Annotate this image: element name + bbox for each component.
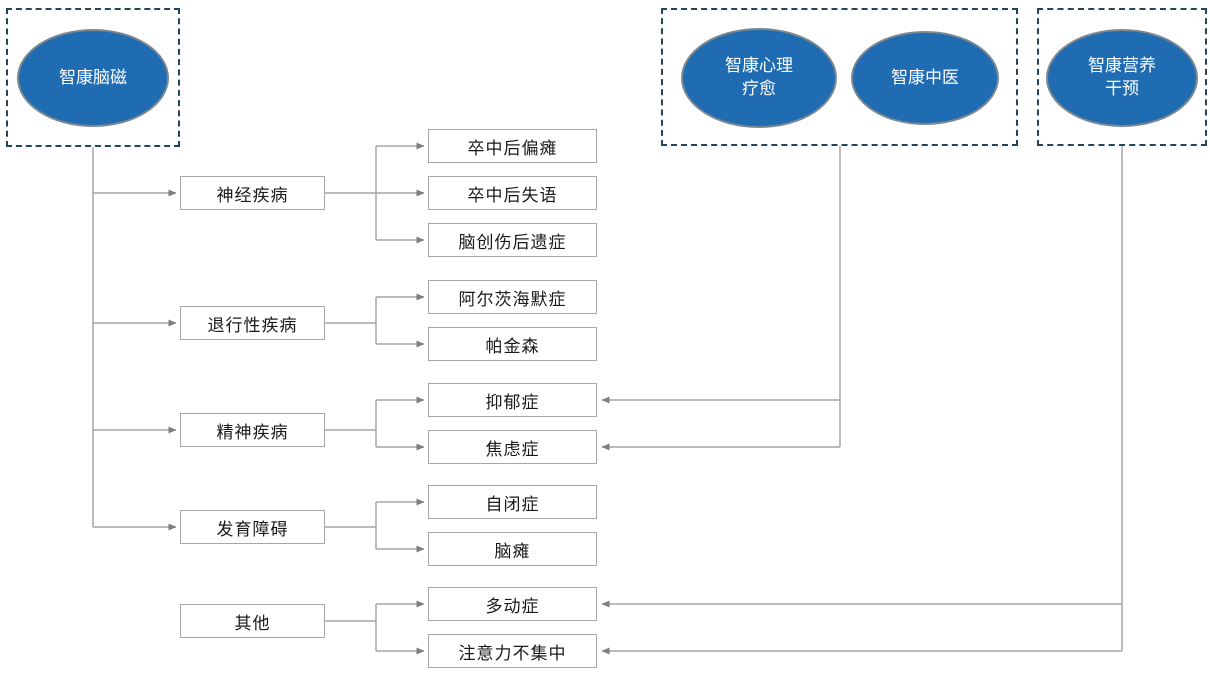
category-box-other: 其他 (180, 604, 325, 638)
node-root-ellipse: 智康脑磁 (17, 29, 169, 127)
leaf-box-brain-trauma-sequelae: 脑创伤后遗症 (428, 223, 597, 257)
leaf-box-cerebral-palsy: 脑瘫 (428, 532, 597, 566)
leaf-box-autism: 自闭症 (428, 485, 597, 519)
node-psych-therapy-ellipse: 智康心理 疗愈 (681, 28, 837, 128)
leaf-box-parkinsons: 帕金森 (428, 327, 597, 361)
node-nutrition-ellipse: 智康营养 干预 (1046, 29, 1198, 127)
leaf-box-alzheimers: 阿尔茨海默症 (428, 280, 597, 314)
leaf-box-depression: 抑郁症 (428, 383, 597, 417)
category-box-developmental: 发育障碍 (180, 510, 325, 544)
leaf-box-post-stroke-hemiplegia: 卒中后偏瘫 (428, 129, 597, 163)
category-box-neurological: 神经疾病 (180, 176, 325, 210)
leaf-box-adhd: 多动症 (428, 587, 597, 621)
leaf-box-anxiety: 焦虑症 (428, 430, 597, 464)
group-frame-psych-tcm (661, 8, 1018, 146)
node-tcm-ellipse: 智康中医 (851, 31, 999, 125)
group-frame-nutrition (1037, 8, 1207, 146)
category-box-psychiatric: 精神疾病 (180, 413, 325, 447)
leaf-box-post-stroke-aphasia: 卒中后失语 (428, 176, 597, 210)
category-box-degenerative: 退行性疾病 (180, 306, 325, 340)
group-frame-brain-magnetic (6, 8, 180, 147)
leaf-box-attention-deficit: 注意力不集中 (428, 634, 597, 668)
